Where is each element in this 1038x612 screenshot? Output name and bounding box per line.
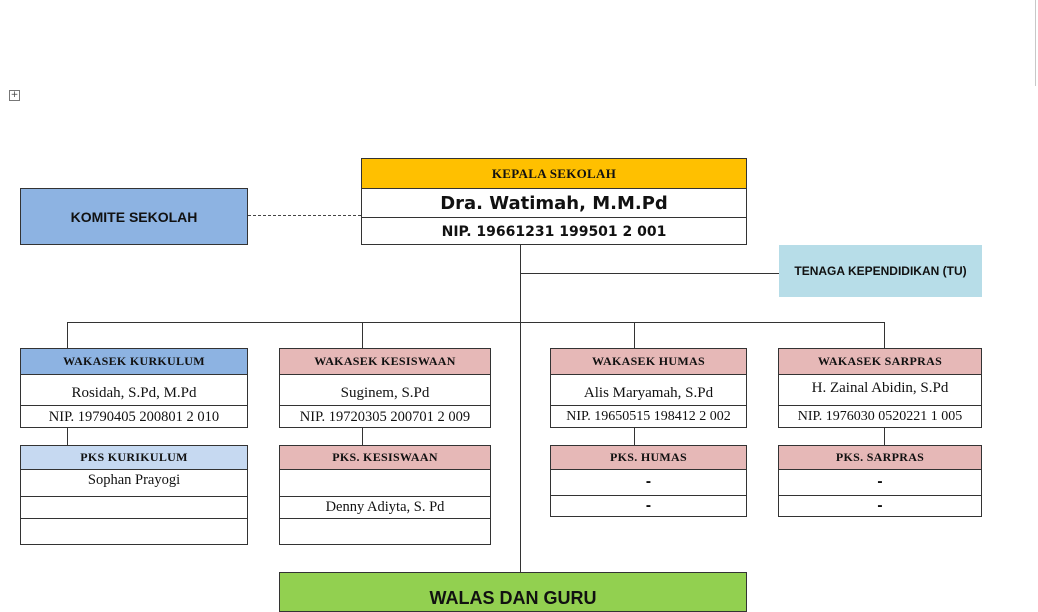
wakasek-humas-box: WAKASEK HUMAS Alis Maryamah, S.Pd NIP. 1… bbox=[550, 348, 747, 428]
wakasek-sarpras-nip: NIP. 1976030 0520221 1 005 bbox=[779, 405, 981, 428]
pks-kesiswaan-row-1 bbox=[280, 469, 490, 496]
komite-dashdot-connector bbox=[248, 215, 361, 216]
wakasek-kurikulum-name: Rosidah, S.Pd, M.Pd bbox=[21, 374, 247, 405]
wakasek-sarpras-box: WAKASEK SARPRAS H. Zainal Abidin, S.Pd N… bbox=[778, 348, 982, 428]
pks-kesiswaan-title: PKS. KESISWAAN bbox=[280, 446, 490, 469]
pks-kesiswaan-row-2: Denny Adiyta, S. Pd bbox=[280, 496, 490, 518]
kepala-sekolah-nip: NIP. 19661231 199501 2 001 bbox=[362, 217, 746, 245]
drop-kurikulum bbox=[67, 322, 68, 348]
wakasek-kurikulum-box: WAKASEK KURKULUM Rosidah, S.Pd, M.Pd NIP… bbox=[20, 348, 248, 428]
pks-sarpras-box: PKS. SARPRAS - - bbox=[778, 445, 982, 517]
wakasek-kesiswaan-box: WAKASEK KESISWAAN Suginem, S.Pd NIP. 197… bbox=[279, 348, 491, 428]
pks-sarpras-row-2: - bbox=[779, 495, 981, 517]
pks-humas-row-1: - bbox=[551, 469, 746, 495]
tu-connector bbox=[520, 273, 779, 274]
wakasek-kurikulum-nip: NIP. 19790405 200801 2 010 bbox=[21, 405, 247, 428]
wakasek-humas-title: WAKASEK HUMAS bbox=[551, 349, 746, 374]
trunk-line bbox=[520, 245, 521, 572]
wakasek-sarpras-name: H. Zainal Abidin, S.Pd bbox=[779, 374, 981, 405]
komite-sekolah-box: KOMITE SEKOLAH bbox=[20, 188, 248, 245]
pks-kesiswaan-box: PKS. KESISWAAN Denny Adiyta, S. Pd bbox=[279, 445, 491, 545]
walas-dan-guru-box: WALAS DAN GURU bbox=[279, 572, 747, 612]
tenaga-kependidikan-box: TENAGA KEPENDIDIKAN (TU) bbox=[779, 245, 982, 297]
drop-sarpras bbox=[884, 322, 885, 348]
table-move-handle-icon[interactable]: + bbox=[9, 90, 20, 101]
pks-humas-title: PKS. HUMAS bbox=[551, 446, 746, 469]
link-kurikulum bbox=[67, 428, 68, 445]
wakasek-kesiswaan-nip: NIP. 19720305 200701 2 009 bbox=[280, 405, 490, 428]
drop-kesiswaan bbox=[362, 322, 363, 348]
kepala-sekolah-title: KEPALA SEKOLAH bbox=[362, 159, 746, 188]
wakasek-kesiswaan-title: WAKASEK KESISWAAN bbox=[280, 349, 490, 374]
wakasek-sarpras-title: WAKASEK SARPRAS bbox=[779, 349, 981, 374]
pks-kurikulum-row-1: Sophan Prayogi bbox=[21, 469, 247, 496]
pks-kurikulum-row-2 bbox=[21, 496, 247, 518]
kepala-sekolah-box: KEPALA SEKOLAH Dra. Watimah, M.M.Pd NIP.… bbox=[361, 158, 747, 245]
drop-humas bbox=[634, 322, 635, 348]
link-sarpras bbox=[884, 428, 885, 445]
pks-kurikulum-title: PKS KURIKULUM bbox=[21, 446, 247, 469]
pks-kesiswaan-row-3 bbox=[280, 518, 490, 545]
link-kesiswaan bbox=[362, 428, 363, 445]
pks-sarpras-title: PKS. SARPRAS bbox=[779, 446, 981, 469]
page-edge-divider bbox=[1035, 0, 1036, 86]
pks-kurikulum-box: PKS KURIKULUM Sophan Prayogi bbox=[20, 445, 248, 545]
pks-humas-row-2: - bbox=[551, 495, 746, 517]
link-humas bbox=[634, 428, 635, 445]
wakasek-kurikulum-title: WAKASEK KURKULUM bbox=[21, 349, 247, 374]
pks-kurikulum-row-3 bbox=[21, 518, 247, 545]
wakasek-bus-line bbox=[67, 322, 884, 323]
wakasek-humas-name: Alis Maryamah, S.Pd bbox=[551, 374, 746, 405]
pks-humas-box: PKS. HUMAS - - bbox=[550, 445, 747, 517]
wakasek-humas-nip: NIP. 19650515 198412 2 002 bbox=[551, 405, 746, 428]
wakasek-kesiswaan-name: Suginem, S.Pd bbox=[280, 374, 490, 405]
kepala-sekolah-name: Dra. Watimah, M.M.Pd bbox=[362, 188, 746, 217]
pks-sarpras-row-1: - bbox=[779, 469, 981, 495]
